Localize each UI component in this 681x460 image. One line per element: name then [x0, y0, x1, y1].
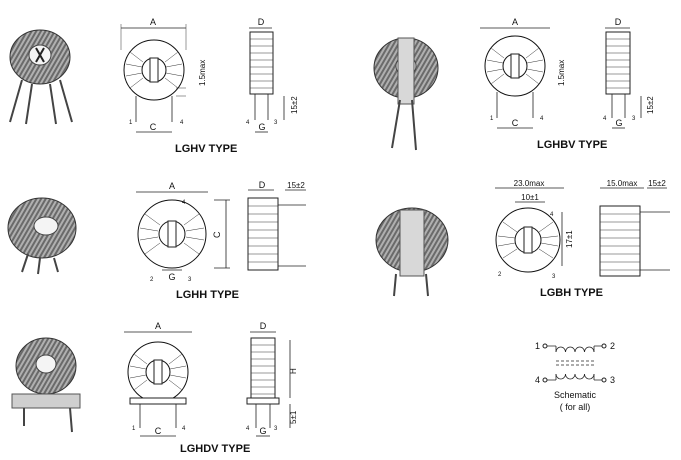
dim-a-label: A: [169, 181, 175, 191]
pin-3-label: 3: [274, 426, 278, 432]
dim-h-label: H: [289, 368, 298, 374]
pin-4-label: 4: [603, 116, 607, 122]
dim-15pm2-label: 15±2: [287, 181, 305, 190]
dim-a-label: A: [150, 17, 156, 27]
dim-23max-label: 23.0max: [514, 179, 545, 188]
pin-4-label: 4: [182, 200, 186, 206]
pin-3-label: 3: [188, 277, 192, 283]
dim-c-label: C: [150, 122, 157, 132]
lghv-side-view: D G 15±2 4 3: [246, 17, 299, 133]
lgbh-type-label: LGBH TYPE: [540, 287, 603, 299]
pin-3-label: 3: [274, 120, 278, 126]
schematic-pin-4-label: 4: [535, 375, 540, 385]
dim-15pm2-label: 15±2: [648, 179, 666, 188]
winding-lines: [139, 213, 205, 255]
schematic-pin-2-label: 2: [610, 341, 615, 351]
lghdv-front-view: A C 1 4: [124, 321, 192, 437]
lghbv-front-view: A 1.5max C 1 4: [480, 17, 566, 129]
dim-a-label: A: [155, 321, 161, 331]
pin-4-label: 4: [540, 116, 544, 122]
lghdv-type-label: LGHDV TYPE: [180, 443, 250, 455]
lghv-photo: [9, 29, 73, 125]
lghh-side-view: D 15±2: [247, 180, 306, 271]
lghv-type-label: LGHV TYPE: [175, 143, 237, 155]
lghv-front-view: A 1.5max C 1 4: [120, 17, 207, 133]
dim-g-label: G: [258, 122, 265, 132]
pin-2-label: 2: [498, 272, 502, 278]
schematic-pin-3-label: 3: [610, 375, 615, 385]
winding-lines: [486, 47, 544, 85]
lgbh-side-view: 15.0max 15±2: [599, 179, 670, 277]
pin-1-label: 1: [129, 120, 133, 126]
lghdv-photo: [11, 337, 81, 433]
pin-4-label: 4: [246, 426, 250, 432]
lgbh-photo: [375, 207, 449, 297]
winding-lines: [129, 353, 187, 391]
dim-1-5max-label: 1.5max: [557, 60, 566, 86]
dim-10pm1-label: 10±1: [521, 193, 539, 202]
lghbv-side-view: D G 15±2 4 3: [603, 17, 655, 129]
lghbv-photo: [373, 37, 439, 151]
lghh-photo: [7, 197, 77, 275]
pin-1-label: 1: [132, 426, 136, 432]
lghh-type-label: LGHH TYPE: [176, 289, 239, 301]
lghdv-side-view: D G H 5±1 4 3: [246, 321, 298, 437]
pin-3-label: 3: [632, 116, 636, 122]
pin-4-label: 4: [180, 120, 184, 126]
schematic-note: ( for all): [560, 402, 591, 412]
schematic: 1 2 4 3 Schematic ( for all): [535, 341, 615, 412]
dim-g-label: G: [615, 118, 622, 128]
pin-2-label: 2: [150, 277, 154, 283]
dim-17pm1-label: 17±1: [565, 230, 574, 248]
dim-5pm1-label: 5±1: [289, 410, 298, 424]
dim-d-label: D: [258, 17, 265, 27]
lgbh-front-view: 23.0max 10±1 17±1 4 2 3: [495, 179, 574, 280]
lghh-front-view: A C G 2 3 4: [136, 181, 230, 283]
dim-d-label: D: [615, 17, 622, 27]
dim-c-label: C: [155, 426, 162, 436]
dim-1-5max-label: 1.5max: [198, 60, 207, 86]
schematic-pin-1-label: 1: [535, 341, 540, 351]
pin-4-label: 4: [246, 120, 250, 126]
pin-4-label: 4: [182, 426, 186, 432]
winding-lines: [125, 51, 183, 89]
pin-4-label: 4: [550, 212, 554, 218]
dim-g-label: G: [259, 426, 266, 436]
dim-d-label: D: [260, 321, 267, 331]
lghbv-type-label: LGHBV TYPE: [537, 139, 607, 151]
schematic-title: Schematic: [554, 390, 597, 400]
coil-stack: [249, 31, 274, 95]
dim-d-label: D: [259, 180, 266, 190]
pin-1-label: 1: [490, 116, 494, 122]
dim-c-label: C: [212, 231, 222, 238]
pin-3-label: 3: [552, 274, 556, 280]
dim-g-label: G: [168, 272, 175, 282]
winding-lines: [497, 221, 559, 259]
dim-15pm2-label: 15±2: [290, 96, 299, 114]
dim-15pm2-label: 15±2: [646, 96, 655, 114]
dim-c-label: C: [512, 118, 519, 128]
dim-15max-label: 15.0max: [607, 179, 638, 188]
dim-a-label: A: [512, 17, 518, 27]
